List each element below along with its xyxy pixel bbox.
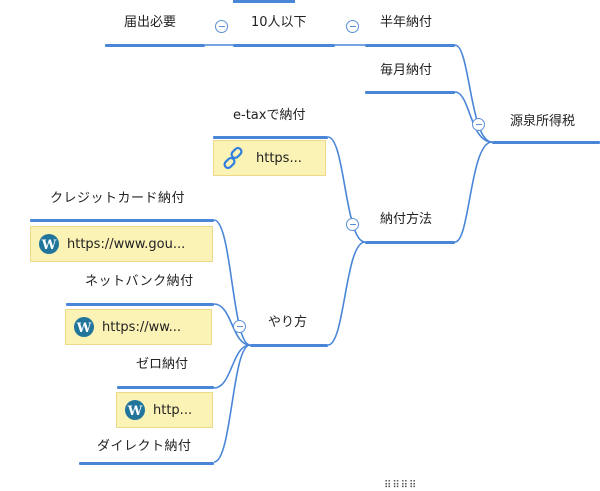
netbank-link-url[interactable]: https://ww... <box>102 319 182 335</box>
node-credit-card-noufu[interactable]: クレジットカード納付 <box>50 191 186 206</box>
drag-handle-dots[interactable]: ⠿⠿⠿⠿ <box>384 480 418 491</box>
node-yarikata-underline <box>250 344 328 347</box>
node-hannen-underline <box>365 44 455 47</box>
root-node-underline <box>492 141 600 144</box>
node-netbank-underline <box>66 303 214 306</box>
node-etax-underline <box>213 136 328 139</box>
node-noufu-houhou-underline <box>365 241 455 244</box>
collapse-toggle-hannen[interactable] <box>346 20 359 33</box>
node-credit-underline <box>30 219 214 222</box>
wordpress-icon: W <box>39 234 59 254</box>
etax-link-note[interactable]: https... <box>213 140 326 176</box>
node-etax-noufu[interactable]: e-taxで納付 <box>233 108 306 123</box>
credit-link-url[interactable]: https://www.gou... <box>67 236 186 252</box>
chain-link-icon <box>223 147 243 169</box>
node-noufu-houhou[interactable]: 納付方法 <box>380 212 433 227</box>
node-maitsuki-noufu[interactable]: 毎月納付 <box>380 63 433 78</box>
collapse-toggle-noufu-houhou[interactable] <box>346 218 359 231</box>
credit-link-note[interactable]: W https://www.gou... <box>30 226 213 262</box>
zero-link-note[interactable]: W http... <box>116 392 213 428</box>
collapse-toggle-yarikata[interactable] <box>233 320 246 333</box>
netbank-link-note[interactable]: W https://ww... <box>65 309 212 345</box>
top-edge-line <box>233 0 295 3</box>
node-maitsuki-underline <box>365 91 455 94</box>
wordpress-icon: W <box>74 317 94 337</box>
root-node-label[interactable]: 源泉所得税 <box>510 114 576 129</box>
svg-text:W: W <box>41 238 57 253</box>
node-todoke-hitsuyou[interactable]: 届出必要 <box>124 15 177 30</box>
etax-link-url[interactable]: https... <box>256 150 302 166</box>
node-direct-underline <box>79 462 214 465</box>
node-hannen-noufu[interactable]: 半年納付 <box>380 15 433 30</box>
node-netbank-noufu[interactable]: ネットバンク納付 <box>85 274 194 289</box>
node-yarikata[interactable]: やり方 <box>268 315 308 330</box>
svg-text:W: W <box>127 404 143 419</box>
collapse-toggle-jyuunin[interactable] <box>215 20 228 33</box>
node-direct-noufu[interactable]: ダイレクト納付 <box>97 439 192 454</box>
wordpress-icon: W <box>125 400 145 420</box>
node-10nin-ika[interactable]: 10人以下 <box>251 15 307 30</box>
node-zero-noufu[interactable]: ゼロ納付 <box>136 357 189 372</box>
node-10nin-underline <box>233 44 335 47</box>
node-zero-underline <box>117 386 214 389</box>
zero-link-url[interactable]: http... <box>153 402 193 418</box>
svg-text:W: W <box>76 321 92 336</box>
node-todoke-underline <box>105 44 205 47</box>
collapse-toggle-root[interactable] <box>472 118 485 131</box>
